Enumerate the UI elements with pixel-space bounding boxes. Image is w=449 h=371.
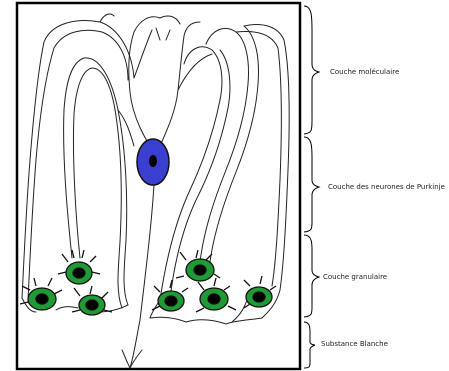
right-outer-loop — [200, 28, 249, 262]
granule-cell — [152, 280, 188, 311]
lower-right-fibers — [150, 317, 186, 322]
granule-cell — [58, 250, 100, 284]
label-molecular-layer: Couche moléculaire — [330, 69, 399, 76]
left-branch — [100, 14, 114, 22]
granule-cell — [176, 250, 220, 281]
axon-stem — [130, 184, 154, 368]
label-white-matter: Substance Blanche — [321, 341, 388, 348]
label-purkinje-layer: Couche des neurones de Purkinje — [328, 184, 445, 191]
label-granular-layer: Couche granulaire — [323, 274, 387, 281]
layer-brackets — [304, 6, 319, 368]
bracket-purkinje — [304, 137, 319, 232]
fiber-tracts — [22, 14, 289, 368]
bracket-molecular — [304, 6, 319, 134]
center-right-dendrite — [160, 22, 200, 146]
center-left-dendrite — [129, 17, 160, 146]
granule-cell — [72, 286, 112, 315]
granule-cells — [20, 250, 276, 315]
right-edge-fiber — [244, 25, 289, 318]
purkinje-neuron — [137, 139, 169, 185]
purkinje-nucleus — [149, 155, 157, 167]
bracket-granular — [304, 235, 319, 317]
granule-cell — [244, 276, 276, 308]
granule-cell — [196, 278, 236, 312]
bracket-white-matter — [304, 322, 315, 368]
